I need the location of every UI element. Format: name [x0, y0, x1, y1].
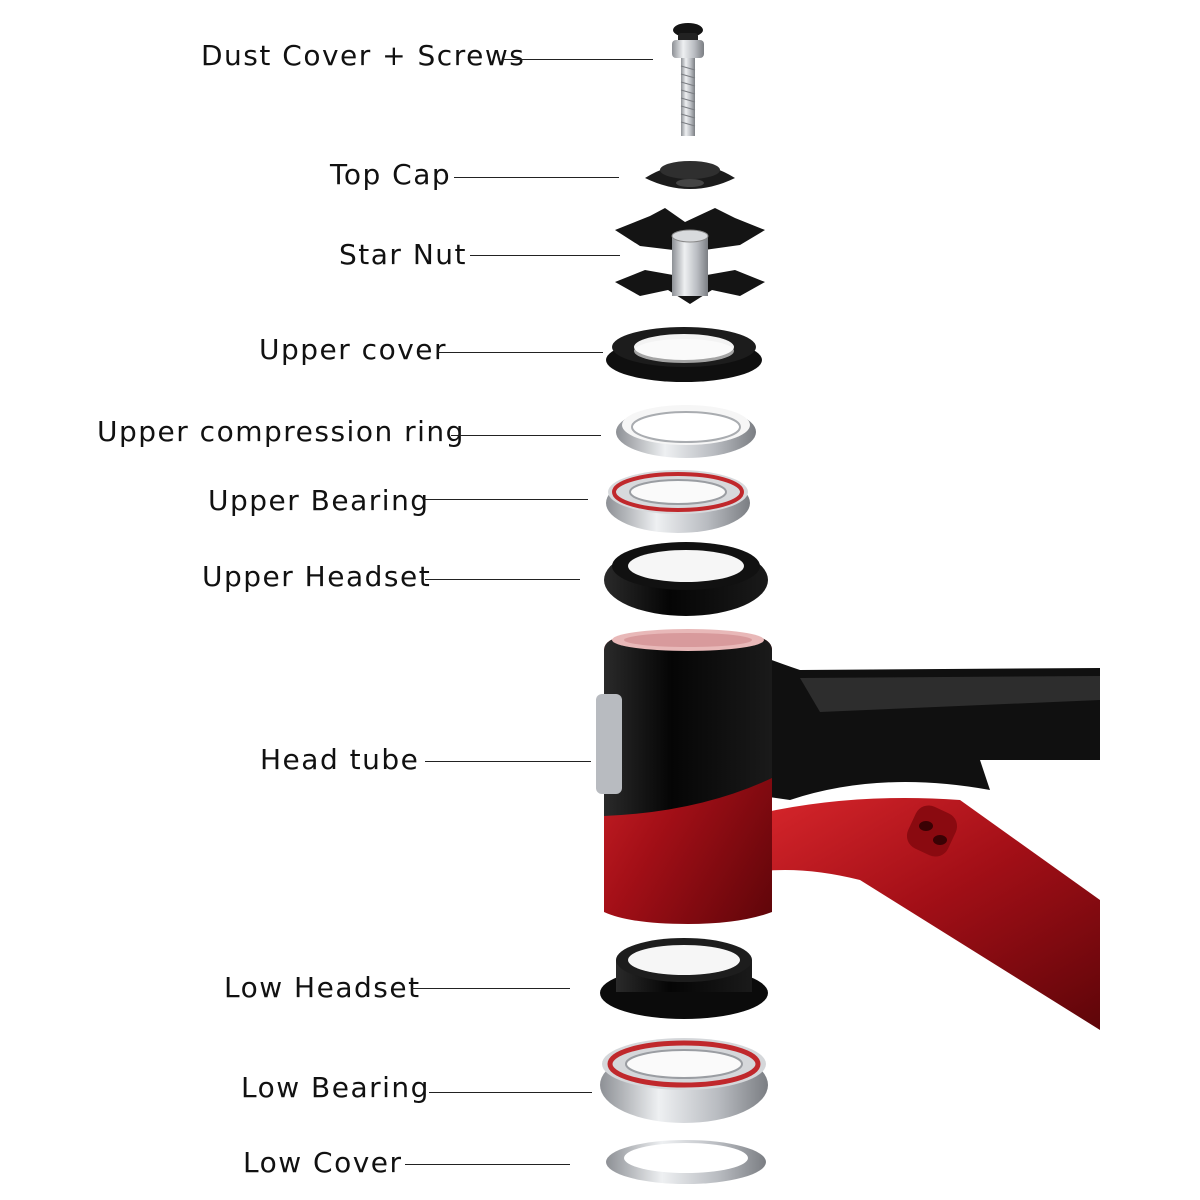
top-cap-illustration: [645, 161, 735, 189]
label-upper-compression-ring: Upper compression ring: [97, 415, 465, 448]
upper-headset-illustration: [604, 542, 768, 616]
leader-dust-cover-screws: [503, 59, 653, 60]
frame-illustration: [596, 629, 1100, 1030]
label-upper-bearing: Upper Bearing: [208, 484, 430, 517]
dust-cover-screws-illustration: [672, 23, 704, 136]
leader-top-cap: [454, 177, 619, 178]
label-star-nut: Star Nut: [339, 238, 467, 271]
star-nut-illustration: [615, 208, 765, 304]
leader-upper-headset: [425, 579, 580, 580]
label-upper-headset: Upper Headset: [202, 560, 432, 593]
low-bearing-illustration: [600, 1038, 768, 1123]
low-cover-illustration: [606, 1140, 766, 1184]
leader-upper-compression-ring: [451, 435, 601, 436]
leader-low-bearing: [429, 1092, 592, 1093]
upper-cover-illustration: [606, 327, 762, 382]
leader-star-nut: [470, 255, 620, 256]
upper-compression-ring-illustration: [616, 405, 756, 458]
upper-bearing-illustration: [606, 470, 750, 533]
label-low-bearing: Low Bearing: [241, 1071, 430, 1104]
leader-upper-bearing: [424, 499, 588, 500]
label-dust-cover-screws: Dust Cover + Screws: [201, 39, 526, 72]
label-low-headset: Low Headset: [224, 971, 421, 1004]
label-low-cover: Low Cover: [243, 1146, 403, 1179]
leader-low-headset: [412, 988, 570, 989]
label-head-tube: Head tube: [260, 743, 420, 776]
label-top-cap: Top Cap: [330, 158, 452, 191]
leader-head-tube: [425, 761, 591, 762]
leader-low-cover: [405, 1164, 570, 1165]
low-headset-illustration: [600, 938, 768, 1019]
leader-upper-cover: [438, 352, 603, 353]
label-upper-cover: Upper cover: [259, 333, 448, 366]
